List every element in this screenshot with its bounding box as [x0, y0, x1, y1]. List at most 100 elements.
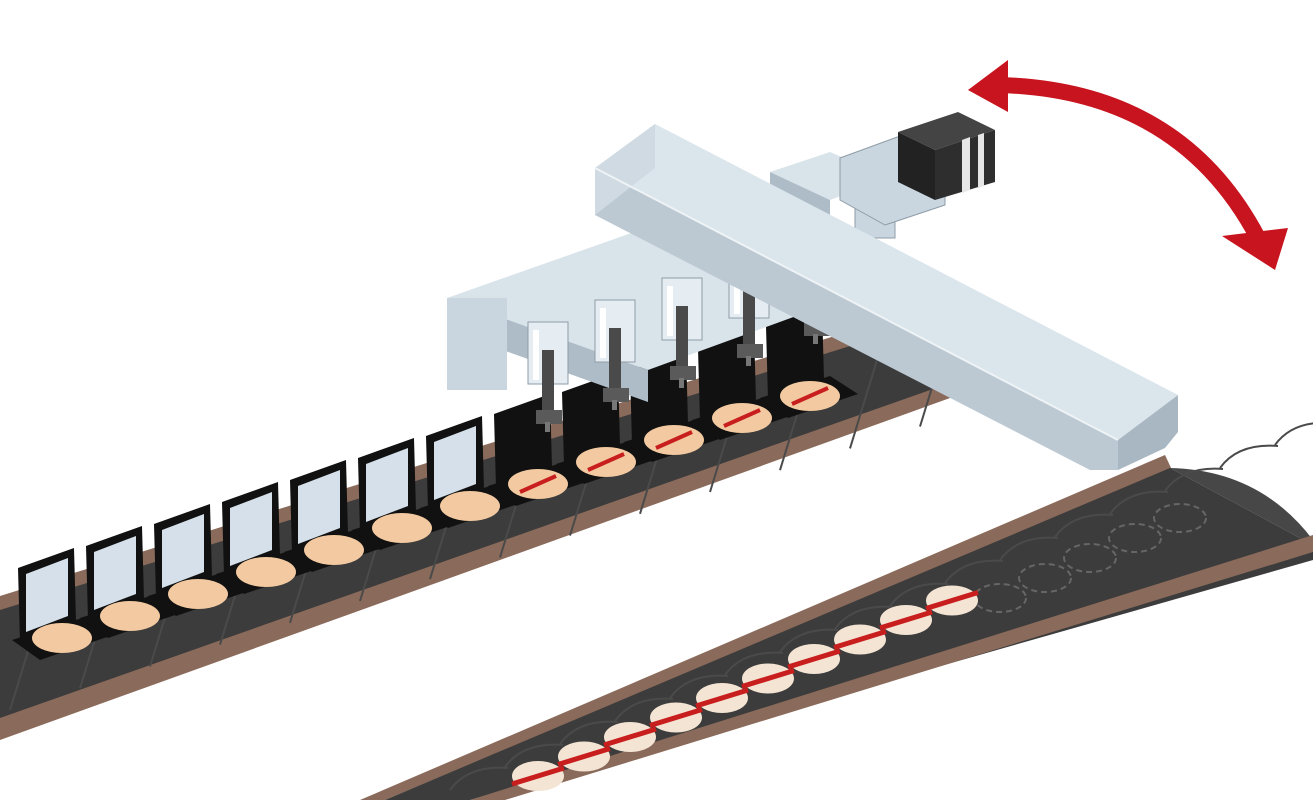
gripper-rod [609, 328, 621, 394]
compact-mirror [366, 448, 408, 522]
belt-segment [889, 582, 949, 607]
gripper-nozzle [612, 400, 617, 410]
belt-segment [559, 720, 619, 745]
powder-puff [649, 702, 703, 733]
placed-puff-stripe [655, 430, 693, 450]
compact-case [284, 460, 382, 572]
belt-segment [504, 743, 564, 768]
belt-segment [1219, 444, 1279, 469]
puff-stripe [695, 687, 749, 709]
gripper-slot [533, 330, 539, 380]
carrier-top [447, 230, 840, 370]
puff-stripe [603, 726, 657, 748]
motor-band-2 [978, 133, 984, 188]
compact-mirror [94, 536, 136, 610]
compact-case [80, 526, 178, 638]
powder-puff [603, 722, 657, 752]
gripper-nozzle [679, 378, 684, 388]
compact-row [12, 306, 858, 660]
placed-puff-stripe [723, 408, 761, 428]
gripper-slot [667, 286, 673, 336]
gripper-slot [600, 308, 606, 358]
powder-pan [304, 535, 364, 565]
puff-stripe [879, 609, 933, 631]
compact-mirror [162, 514, 204, 588]
rotation-arrow-head-right [1222, 228, 1288, 270]
puff-stripe [557, 746, 611, 767]
placed-puff-stripe [587, 452, 625, 472]
belt-segment [944, 559, 1004, 584]
gripper-head [670, 366, 696, 380]
puff-stripe [925, 590, 979, 611]
rotation-arrow-head-left [968, 60, 1008, 112]
powder-puff [511, 761, 565, 791]
beam-left-end [595, 124, 655, 215]
gripper-head [737, 344, 763, 358]
compact-mirror [26, 558, 68, 632]
powder-pan [32, 623, 92, 653]
gripper-rod [676, 306, 688, 372]
rotation-arrow-arc [999, 77, 1266, 242]
powder-pan [440, 491, 500, 521]
gripper-nozzle [746, 356, 751, 366]
puff-stripe [741, 668, 795, 689]
puff-stripe [649, 707, 703, 728]
powder-puff [879, 605, 933, 635]
powder-pan [236, 557, 296, 587]
compact-mirror [298, 470, 340, 544]
carrier-face [447, 298, 507, 390]
belt-segment [614, 697, 674, 722]
motor-body-front [898, 132, 935, 200]
gripper-rod [743, 284, 755, 350]
compact-case [760, 306, 858, 418]
compact-case [352, 438, 450, 550]
upper-conveyor-rail-front [0, 383, 950, 740]
gripper-head [536, 410, 562, 424]
empty-puff-slots [973, 503, 1207, 613]
compact-case [216, 482, 314, 594]
belt-segment [779, 628, 839, 653]
rotation-arrow-icon [968, 60, 1288, 270]
gripper-carrier [447, 230, 840, 402]
powder-puff [833, 624, 887, 655]
powder-puff [741, 663, 795, 694]
gripper-icon [594, 299, 636, 410]
compact-case [148, 504, 246, 616]
gripper-nozzle [545, 422, 550, 432]
belt-segment [449, 766, 509, 791]
compact-mirror [434, 426, 476, 500]
beam-front [595, 168, 1118, 470]
pick-and-place-machine [447, 112, 1178, 470]
servo-motor-icon [839, 112, 995, 226]
powder-pan [372, 513, 432, 543]
powder-pan [100, 601, 160, 631]
beam-top [595, 124, 1178, 440]
beam-end [1118, 395, 1178, 470]
belt-segment [849, 350, 881, 449]
gripper-rod [542, 350, 554, 416]
belt-segment [999, 536, 1059, 561]
main-beam [594, 124, 1178, 470]
empty-slot [1018, 563, 1072, 593]
beam-edge [594, 167, 1119, 441]
compact-mirror [230, 492, 272, 566]
lower-conveyor-rail-back [360, 455, 1172, 800]
compact-case [420, 416, 518, 528]
belt-segment [1274, 422, 1313, 446]
lower-belt-segments [449, 422, 1313, 791]
gripper-nozzle [813, 334, 818, 344]
powder-pan [168, 579, 228, 609]
gripper-slot [734, 264, 740, 314]
empty-slot [1063, 543, 1117, 573]
belt-segment [1054, 513, 1114, 538]
compact-case [12, 548, 110, 660]
placed-puff-stripe [519, 474, 557, 494]
belt-segment [669, 674, 729, 699]
gripper-icon [661, 277, 703, 388]
gripper-head [603, 388, 629, 402]
belt-segment [834, 605, 894, 630]
placed-puff-stripe [791, 386, 829, 406]
puff-stripe [787, 648, 841, 670]
